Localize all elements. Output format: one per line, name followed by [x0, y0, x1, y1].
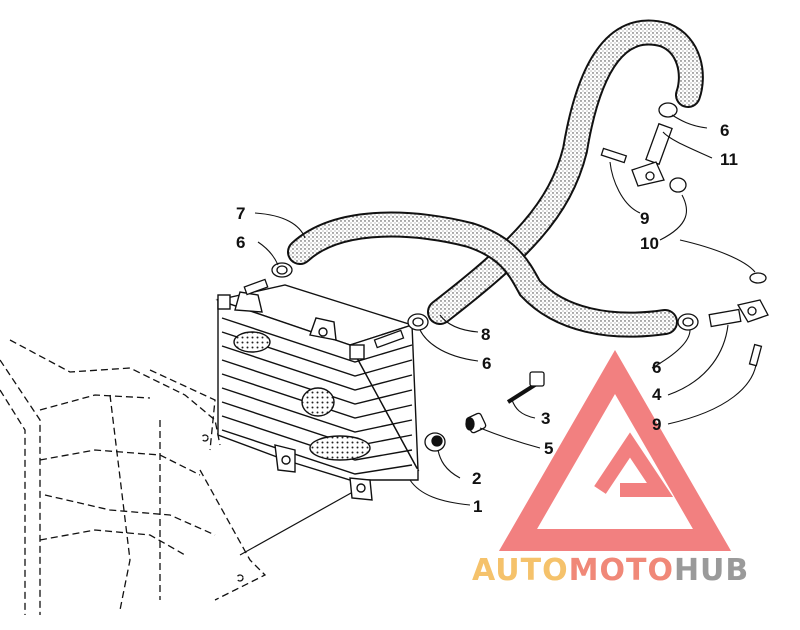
callout-11: 11: [720, 150, 738, 169]
watermark-text-hub: HUB: [674, 553, 749, 588]
leader-lines: [254, 114, 757, 506]
callout-2: 2: [472, 469, 481, 488]
oring-upper: [669, 177, 687, 193]
watermark-triangle-outer: [498, 350, 732, 551]
cooler-mesh-1: [233, 331, 271, 353]
callout-8: 8: [481, 325, 490, 344]
grommet: [424, 432, 446, 452]
oil-cooler: [215, 284, 420, 501]
callout-10: 10: [640, 234, 659, 253]
callout-6-left: 6: [236, 233, 245, 252]
callout-4: 4: [652, 385, 662, 404]
cooler-inlet-top: [217, 294, 231, 310]
spacer: [465, 412, 487, 434]
elbow-fitting-upper: [645, 122, 673, 166]
cooler-mesh-2: [301, 387, 335, 417]
frame-mount-leader: [239, 487, 361, 556]
mount-hardware: [424, 371, 545, 452]
hose-lower: [287, 211, 678, 338]
watermark-triangle-inner: [594, 432, 674, 497]
screw-lower: [748, 343, 763, 367]
fittings-right: [600, 102, 769, 367]
hose-upper: [427, 19, 704, 325]
callout-5: 5: [544, 439, 553, 458]
callout-1: 1: [473, 497, 482, 516]
screw-upper: [600, 147, 628, 164]
cooler-inlet-mid: [349, 344, 365, 360]
callout-6-middle: 6: [482, 354, 491, 373]
callout-6-lower-right: 6: [652, 358, 661, 377]
watermark-text-moto: MOTO: [569, 553, 674, 588]
cooler-tab-top-left: [234, 291, 263, 313]
callout-9-lower: 9: [652, 415, 661, 434]
callout-9-upper: 9: [640, 209, 649, 228]
callout-3: 3: [541, 409, 550, 428]
frame-outline: [0, 339, 267, 615]
watermark-text-auto: AUTO: [472, 553, 569, 588]
oring-lower: [749, 272, 767, 284]
fitting-bolt-mid: [373, 329, 405, 349]
clamp-right-top: [658, 102, 678, 118]
elbow-fitting-lower: [708, 308, 742, 328]
mount-bolt: [506, 371, 545, 404]
watermark-text: AUTOMOTOHUB: [472, 553, 749, 588]
fittings-cooler: [243, 262, 429, 349]
callout-6-upper-right: 6: [720, 121, 729, 140]
cooler-mesh-3: [309, 435, 371, 461]
fitting-bolt-top: [243, 278, 269, 296]
callout-labels: 1 2 3 4 5 6 6 6 6 7 8 9 9 10 11: [236, 121, 738, 516]
watermark-logo: [498, 350, 732, 551]
callout-7: 7: [236, 204, 245, 223]
